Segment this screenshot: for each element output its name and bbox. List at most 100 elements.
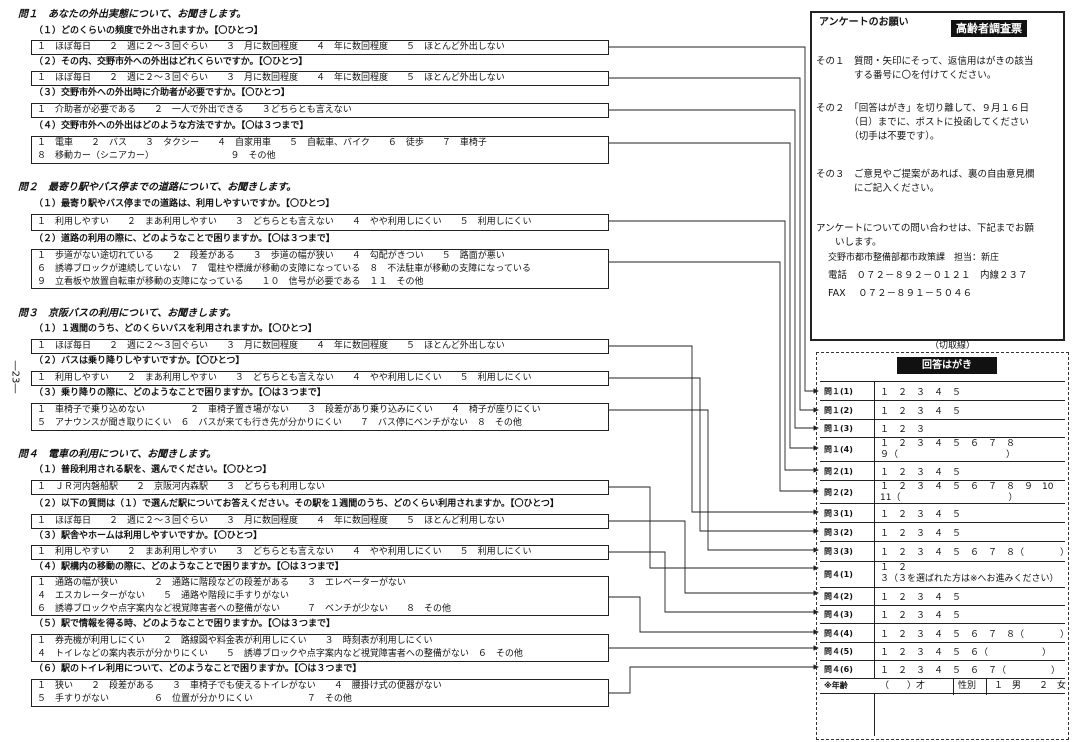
answer-options: １ 通路の幅が狭い ２ 通路に階段などの段差がある ３ エレベーターがない ４ … [31,576,609,616]
request-text-line: その２ 「回答はがき」を切り離して、９月１６日 [816,103,1029,114]
question-title: （４）交野市外への外出はどのような方法ですか。【〇は３つまで】 [34,121,309,131]
request-item-2: その２ 「回答はがき」を切り離して、９月１６日 （日）までに、ポストに投函してく… [816,102,1029,144]
option-line: １ 電車 ２ バス ３ タクシー ４ 自家用車 ５ 自転車、バイク ６ 徒歩 ７… [37,138,487,148]
answer-choices[interactable]: １ ２ ３ ４ ５ [880,529,962,539]
question-key: 問４(1) [824,570,853,579]
question-key: 問２(1) [824,467,853,476]
question-title: （２）以下の質問は（１）で選んだ駅についてお答えください。その駅を１週間のうち、… [34,499,559,509]
request-item-3: その３ ご意見やご提案があれば、裏の自由意見欄 にご記入ください。 [816,168,1035,196]
answer-options: １ 車椅子で乗り込めない ２ 車椅子置き場がない ３ 段差があり乗り込みにくい … [31,403,609,431]
request-text-line: その３ ご意見やご提案があれば、裏の自由意見欄 [816,169,1035,180]
answer-row: 問４(6)１ ２ ３ ４ ５ ６ ７（ ） [820,660,1065,678]
request-text-line: その１ 質問・矢印にそって、返信用はがきの該当 [816,56,1034,67]
answer-choices[interactable]: １ ２ ３ ４ ５ [880,593,962,603]
answer-options: １ 利用しやすい ２ まあ利用しやすい ３ どちらとも言えない ４ やや利用しに… [31,214,609,231]
question-title: （６）駅のトイレ利用について、どのようなことで困りますか。【〇は３つまで】 [34,664,362,674]
answer-choices[interactable]: １ ２ ３ ４ ５ ６ ７ ８（ ） [880,548,1070,558]
question-key: 問１(3) [824,424,853,433]
answer-choices[interactable]: １ ２ ３ ４ ５ [880,611,962,621]
request-text-line: （切手は不要です）。 [816,131,940,142]
question-title: （３）駅舎やホームは利用しやすいですか。【〇ひとつ】 [34,531,263,541]
option-line: １ 介助者が必要である ２ 一人で外出できる ３どちらとも言えない [37,105,352,115]
fax-number: FAX ０７２－８９１－５０４６ [828,288,973,299]
answer-options: １ 介助者が必要である ２ 一人で外出できる ３どちらとも言えない [31,103,609,118]
answer-row: 問２(2) １ ２ ３ ４ ５ ６ ７ ８ ９ 10 11（ ） [820,480,1065,503]
option-line: ５ 手すりがない ６ 位置が分かりにくい ７ その他 [37,694,352,704]
question-title: （１）どのくらいの頻度で外出されますか。【〇ひとつ】 [34,26,263,36]
option-line: １ 歩道がない途切れている ２ 段差がある ３ 歩道の幅が狭い ４ 勾配がきつい… [37,251,505,261]
answer-choices[interactable]: １ ２ ３ [880,425,926,435]
answer-choices[interactable]: １ ２ ３ ４ ５ [880,388,962,398]
question-key: 問４(5) [824,647,853,656]
question-key: 問２(2) [824,488,853,497]
answer-choices[interactable]: １ ２ ３ ４ ５ [880,468,962,478]
grid-divider [874,694,875,736]
request-text-line: にご記入ください。 [816,183,940,194]
age-field[interactable]: （ ）才 [880,681,926,691]
option-line: ４ エスカレーターがない ５ 通路や階段に手すりがない [37,591,290,601]
answer-row: 問４(3) １ ２ ３ ４ ５ [820,605,1065,623]
request-item-1: その１ 質問・矢印にそって、返信用はがきの該当 する番号に〇を付けてください。 [816,55,1033,83]
question-key: 問３(2) [824,528,853,537]
answer-choices[interactable]: １ ２ ３（３を選ばれた方は※へお進みください） [880,563,1059,584]
answer-row: 問３(2) １ ２ ３ ４ ５ [820,522,1065,541]
section-title: 問２ 最寄り駅やバス停までの道路について、お聞きします。 [18,182,297,193]
question-title: （１）普段利用される駅を、選んでください。【〇ひとつ】 [34,465,272,475]
grid-divider [874,381,875,678]
answer-options: １ 電車 ２ バス ３ タクシー ４ 自家用車 ５ 自転車、バイク ６ 徒歩 ７… [31,136,609,164]
respondent-info-row: ※年齢 （ ）才 性別 １ 男 ２ 女 [820,678,1067,695]
option-line: ６ 誘導ブロックや点字案内など視覚障害者への整備がない ７ ベンチが少ない ８ … [37,604,452,614]
request-heading: アンケートのお願い [819,17,909,28]
gender-options[interactable]: １ 男 ２ 女 [994,681,1067,691]
section-title: 問３ 京阪バスの利用について、お聞きします。 [18,308,237,319]
answer-row: 問１(3) １ ２ ３ [820,419,1065,437]
answer-choices[interactable]: １ ２ ３ ４ ５ [880,510,962,520]
question-title: （３）交野市外への外出時に介助者が必要ですか。【〇ひとつ】 [34,88,290,98]
option-line: １ 車椅子で乗り込めない ２ 車椅子置き場がない ３ 段差があり乗り込みにくい … [37,405,541,415]
answer-options: １ 歩道がない途切れている ２ 段差がある ３ 歩道の幅が狭い ４ 勾配がきつい… [31,249,609,289]
section-title: 問１ あなたの外出実態について、お聞きします。 [18,9,247,20]
request-text-line: （日）までに、ポストに投函してください [816,117,1029,128]
option-line: ９ 立看板や放置自転車が移動の支障になっている １０ 信号が必要である １１ そ… [37,277,424,287]
answer-row: 問４(2)１ ２ ３ ４ ５ [820,587,1065,605]
question-title: （１）１週間のうち、どのくらいバスを利用されますか。【〇ひとつ】 [34,324,317,334]
answer-row: 問１(1)１ ２ ３ ４ ５ [820,381,1065,400]
contact-info: アンケートについての問い合わせは、下記までお願 いします。 [816,222,1034,250]
question-key: 問３(1) [824,509,853,518]
answer-choices[interactable]: １ ２ ３ ４ ５ [880,407,962,417]
option-line: １ 通路の幅が狭い ２ 通路に階段などの段差がある ３ エレベーターがない [37,578,407,588]
question-title: （２）その内、交野市外への外出はどれくらいですか。【〇ひとつ】 [34,57,308,67]
option-line: １ 狭い ２ 段差がある ３ 車椅子でも使えるトイレがない ４ 腰掛け式の便器が… [37,681,442,691]
option-line: １ ほぼ毎日 ２ 週に２～３回ぐらい ３ 月に数回程度 ４ 年に数回程度 ５ ほ… [37,341,505,351]
answer-options: １ ほぼ毎日 ２ 週に２～３回ぐらい ３ 月に数回程度 ４ 年に数回程度 ５ ほ… [31,514,609,529]
grid-divider [986,679,987,695]
question-title: （４）駅構内の移動の際に、どのようなことで困りますか。【〇は３つまで】 [34,562,344,572]
answer-postcard [816,352,1069,740]
answer-choices[interactable]: １ ２ ３ ４ ５ ６ ７ ８ ９ 10 11（ ） [880,482,1054,503]
option-line: １ ほぼ毎日 ２ 週に２～３回ぐらい ３ 月に数回程度 ４ 年に数回程度 ５ ほ… [37,73,505,83]
answer-options: １ ほぼ毎日 ２ 週に２～３回ぐらい ３ 月に数回程度 ４ 年に数回程度 ５ ほ… [31,40,609,55]
answer-options: １ 利用しやすい ２ まあ利用しやすい ３ どちらとも言えない ４ やや利用しに… [31,371,609,386]
section-title: 問４ 電車の利用について、お聞きします。 [18,449,217,460]
answer-choices[interactable]: １ ２ ３ ４ ５ ６ ７ ８ ９（ ） [880,439,1016,460]
option-line: １ 利用しやすい ２ まあ利用しやすい ３ どちらとも言えない ４ やや利用しに… [37,547,532,557]
option-line: １ ほぼ毎日 ２ 週に２～３回ぐらい ３ 月に数回程度 ４ 年に数回程度 ５ ほ… [37,42,505,52]
question-key: 問３(3) [824,547,853,556]
contact-text-line: いします。 [816,237,882,248]
answer-options: １ 券売機が利用しにくい ２ 路線図や料金表が利用しにくい ３ 時刻表が利用しに… [31,634,609,662]
option-line: １ 利用しやすい ２ まあ利用しやすい ３ どちらとも言えない ４ やや利用しに… [37,373,532,383]
option-line: １ ＪＲ河内磐船駅 ２ 京阪河内森駅 ３ どちらも利用しない [37,482,326,492]
option-line: ８ 移動カー（シニアカー） ９ その他 [37,151,276,161]
answer-row: 問３(3) １ ２ ３ ４ ５ ６ ７ ８（ ） [820,541,1069,561]
answer-choices[interactable]: １ ２ ３ ４ ５ ６（ ） [880,648,1052,658]
answer-choices[interactable]: １ ２ ３ ４ ５ ６ ７（ ） [880,666,1061,676]
grid-divider [953,679,954,695]
contact-text-line: アンケートについての問い合わせは、下記までお願 [816,223,1034,234]
answer-choices[interactable]: １ ２ ３ ４ ５ ６ ７ ８（ ） [880,630,1070,640]
answer-row: 問３(1) １ ２ ３ ４ ５ [820,503,1065,522]
option-line: ６ 誘導ブロックが連続していない ７ 電柱や標識が移動の支障になっている ８ 不… [37,264,531,274]
age-label: ※年齢 [824,681,848,690]
question-key: 問４(3) [824,610,853,619]
question-key: 問１(4) [824,445,853,454]
